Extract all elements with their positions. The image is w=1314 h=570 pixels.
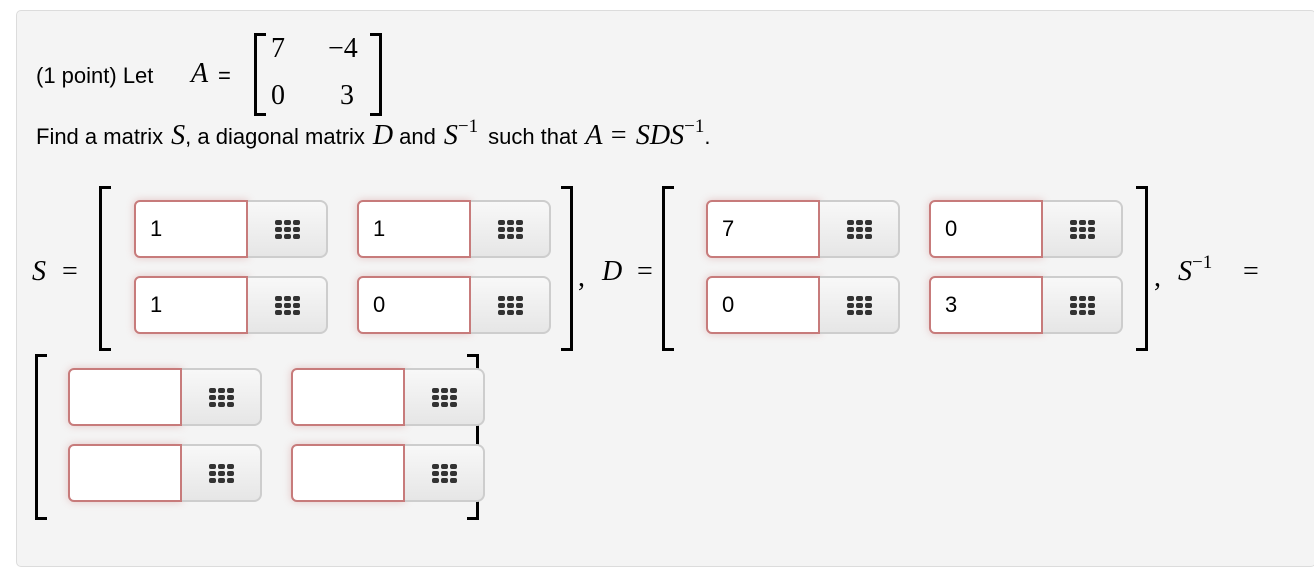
matrix-a-cell-1-1: 3 — [340, 80, 354, 111]
s-field-1-1 — [357, 276, 551, 334]
equals-sign: = — [218, 63, 231, 88]
d-symbol: D — [372, 120, 394, 151]
s-inverse-input-1-1[interactable] — [291, 444, 405, 502]
instruction-mid3: such that — [488, 124, 578, 149]
s-inverse-keypad-button-0-0[interactable] — [182, 368, 262, 426]
s-field-0-1 — [357, 200, 551, 258]
d-field-0-0 — [706, 200, 900, 258]
s-equals: = — [62, 256, 78, 287]
keypad-grid-icon — [274, 219, 300, 239]
s-field-0-0 — [134, 200, 328, 258]
d-keypad-button-0-1[interactable] — [1043, 200, 1123, 258]
s-inverse-keypad-button-1-0[interactable] — [182, 444, 262, 502]
s-inverse-field-0-1 — [291, 368, 485, 426]
d-comma: , — [1154, 262, 1161, 293]
points-label: (1 point) Let — [36, 63, 154, 88]
d-label: D — [602, 256, 623, 287]
s-symbol: S — [171, 120, 186, 151]
s-inverse-input-0-0[interactable] — [68, 368, 182, 426]
s-left-bracket — [99, 186, 111, 351]
s-keypad-button-0-0[interactable] — [248, 200, 328, 258]
d-left-bracket — [662, 186, 674, 351]
keypad-grid-icon — [497, 295, 523, 315]
keypad-grid-icon — [1069, 219, 1095, 239]
s-input-0-0[interactable] — [134, 200, 248, 258]
keypad-grid-icon — [497, 219, 523, 239]
instruction-prefix: Find a matrix — [36, 124, 164, 149]
keypad-grid-icon — [208, 463, 234, 483]
s-inverse-keypad-button-0-1[interactable] — [405, 368, 485, 426]
keypad-grid-icon — [1069, 295, 1095, 315]
s-right-bracket — [561, 186, 573, 351]
instruction-mid1: , a diagonal matrix — [185, 124, 365, 149]
s-inverse-field-0-0 — [68, 368, 262, 426]
s-inverse-label: S−1 — [1178, 252, 1213, 287]
d-keypad-button-0-0[interactable] — [820, 200, 900, 258]
d-field-1-1 — [929, 276, 1123, 334]
s-input-1-1[interactable] — [357, 276, 471, 334]
s-inverse-left-bracket — [35, 354, 47, 520]
keypad-grid-icon — [431, 387, 457, 407]
d-equals: = — [637, 256, 653, 287]
matrix-a-cell-0-1: −4 — [328, 33, 358, 64]
keypad-grid-icon — [431, 463, 457, 483]
s-keypad-button-0-1[interactable] — [471, 200, 551, 258]
d-input-0-0[interactable] — [706, 200, 820, 258]
d-field-0-1 — [929, 200, 1123, 258]
s-inverse-right-bracket — [467, 354, 479, 520]
keypad-grid-icon — [846, 219, 872, 239]
s-inverse-input-1-0[interactable] — [68, 444, 182, 502]
d-input-1-0[interactable] — [706, 276, 820, 334]
equation-rhs: SDS−1 — [635, 116, 705, 151]
s-keypad-button-1-0[interactable] — [248, 276, 328, 334]
s-keypad-button-1-1[interactable] — [471, 276, 551, 334]
matrix-a-symbol: A — [191, 58, 209, 89]
matrix-a-right-bracket — [370, 33, 382, 116]
s-input-0-1[interactable] — [357, 200, 471, 258]
instruction-mid2: and — [399, 124, 436, 149]
d-keypad-button-1-1[interactable] — [1043, 276, 1123, 334]
matrix-a-left-bracket — [254, 33, 266, 116]
d-input-1-1[interactable] — [929, 276, 1043, 334]
s-inverse-equals: = — [1243, 256, 1259, 287]
keypad-grid-icon — [208, 387, 234, 407]
matrix-a-cell-1-0: 0 — [271, 80, 285, 111]
s-inverse-input-0-1[interactable] — [291, 368, 405, 426]
d-input-0-1[interactable] — [929, 200, 1043, 258]
s-inverse-field-1-0 — [68, 444, 262, 502]
equation-lhs: A = — [585, 120, 628, 151]
matrix-a-cell-0-0: 7 — [271, 33, 285, 64]
d-right-bracket — [1136, 186, 1148, 351]
s-inverse-symbol: S−1 — [443, 116, 479, 151]
keypad-grid-icon — [846, 295, 872, 315]
d-keypad-button-1-0[interactable] — [820, 276, 900, 334]
s-comma: , — [578, 262, 585, 293]
s-field-1-0 — [134, 276, 328, 334]
d-field-1-0 — [706, 276, 900, 334]
s-label: S — [32, 256, 46, 287]
period: . — [704, 124, 711, 149]
s-input-1-0[interactable] — [134, 276, 248, 334]
instruction-line: Find a matrix S , a diagonal matrix D an… — [36, 116, 711, 156]
s-inverse-keypad-button-1-1[interactable] — [405, 444, 485, 502]
keypad-grid-icon — [274, 295, 300, 315]
s-inverse-field-1-1 — [291, 444, 485, 502]
